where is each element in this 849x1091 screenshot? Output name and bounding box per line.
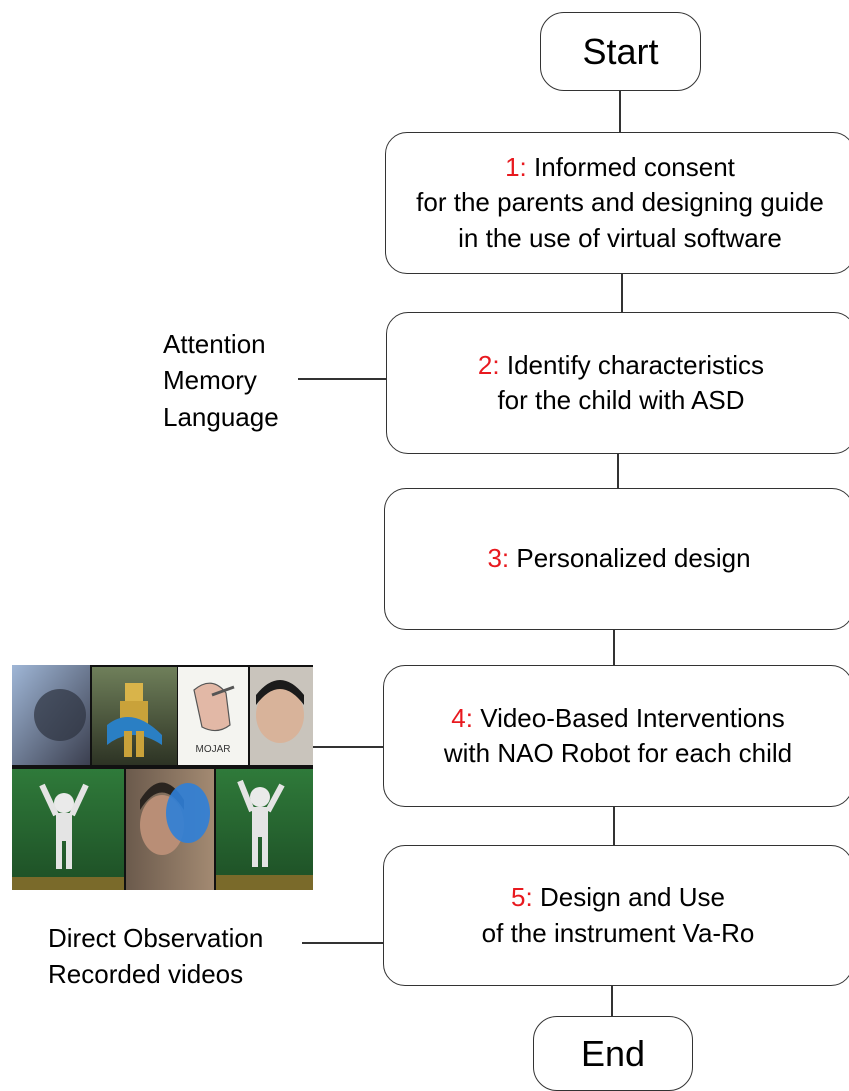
note-recorded-videos: Recorded videos (48, 959, 244, 990)
step-4-line-1: 4: Video-Based Interventions (451, 702, 785, 733)
step-1-number: 1: (505, 152, 527, 183)
connector-observation-step5 (302, 942, 383, 944)
end-label: End (580, 1032, 646, 1074)
step-4-line-2: with NAO Robot for each child (443, 738, 793, 768)
step-1-box: 1: Informed consent for the parents and … (385, 132, 849, 274)
characteristics-note: Attention Memory Language (163, 326, 279, 435)
observation-note: Direct Observation Recorded videos (48, 920, 263, 993)
photo-collage: MOJAR (12, 665, 313, 890)
photo-mojar-label: MOJAR (196, 744, 231, 755)
step-3-number: 3: (487, 543, 510, 574)
step-5-line-1: 5: Design and Use (511, 882, 725, 913)
note-memory: Memory (163, 365, 257, 396)
note-language: Language (163, 401, 279, 432)
connector-photos-step4 (313, 746, 383, 748)
step-2-line-1: 2: Identify characteristics (477, 349, 765, 380)
photo-collage-graphic: MOJAR (12, 665, 313, 890)
connector-step2-step3 (617, 453, 619, 488)
connector-step3-step4 (613, 629, 615, 665)
step-5-number: 5: (511, 882, 533, 913)
connector-start-step1 (619, 90, 621, 132)
step-5-box: 5: Design and Use of the instrument Va-R… (383, 845, 849, 986)
step-1-line-1: 1: Informed consent (505, 152, 735, 183)
step-5-line-2: of the instrument Va-Ro (481, 917, 755, 948)
note-attention: Attention (163, 329, 266, 359)
step-1-line-3: in the use of virtual software (458, 222, 782, 253)
connector-step5-end (611, 985, 613, 1017)
step-3-line-1: 3: Personalized design (487, 543, 751, 574)
step-2-number: 2: (477, 349, 500, 380)
connector-step1-step2 (621, 273, 623, 312)
step-3-box: 3: Personalized design (384, 488, 849, 630)
step-1-line-2: for the parents and designing guide (416, 187, 824, 218)
step-2-line-2: for the child with ASD (497, 385, 745, 415)
connector-step4-step5 (613, 806, 615, 845)
connector-characteristics-step2 (298, 378, 386, 380)
end-node: End (533, 1016, 693, 1091)
step-4-number: 4: (451, 702, 473, 733)
start-label: Start (582, 30, 659, 72)
start-node: Start (540, 12, 701, 91)
step-2-box: 2: Identify characteristics for the chil… (386, 312, 849, 454)
note-direct-observation: Direct Observation (48, 923, 264, 953)
step-4-box: 4: Video-Based Interventions with NAO Ro… (383, 665, 849, 807)
